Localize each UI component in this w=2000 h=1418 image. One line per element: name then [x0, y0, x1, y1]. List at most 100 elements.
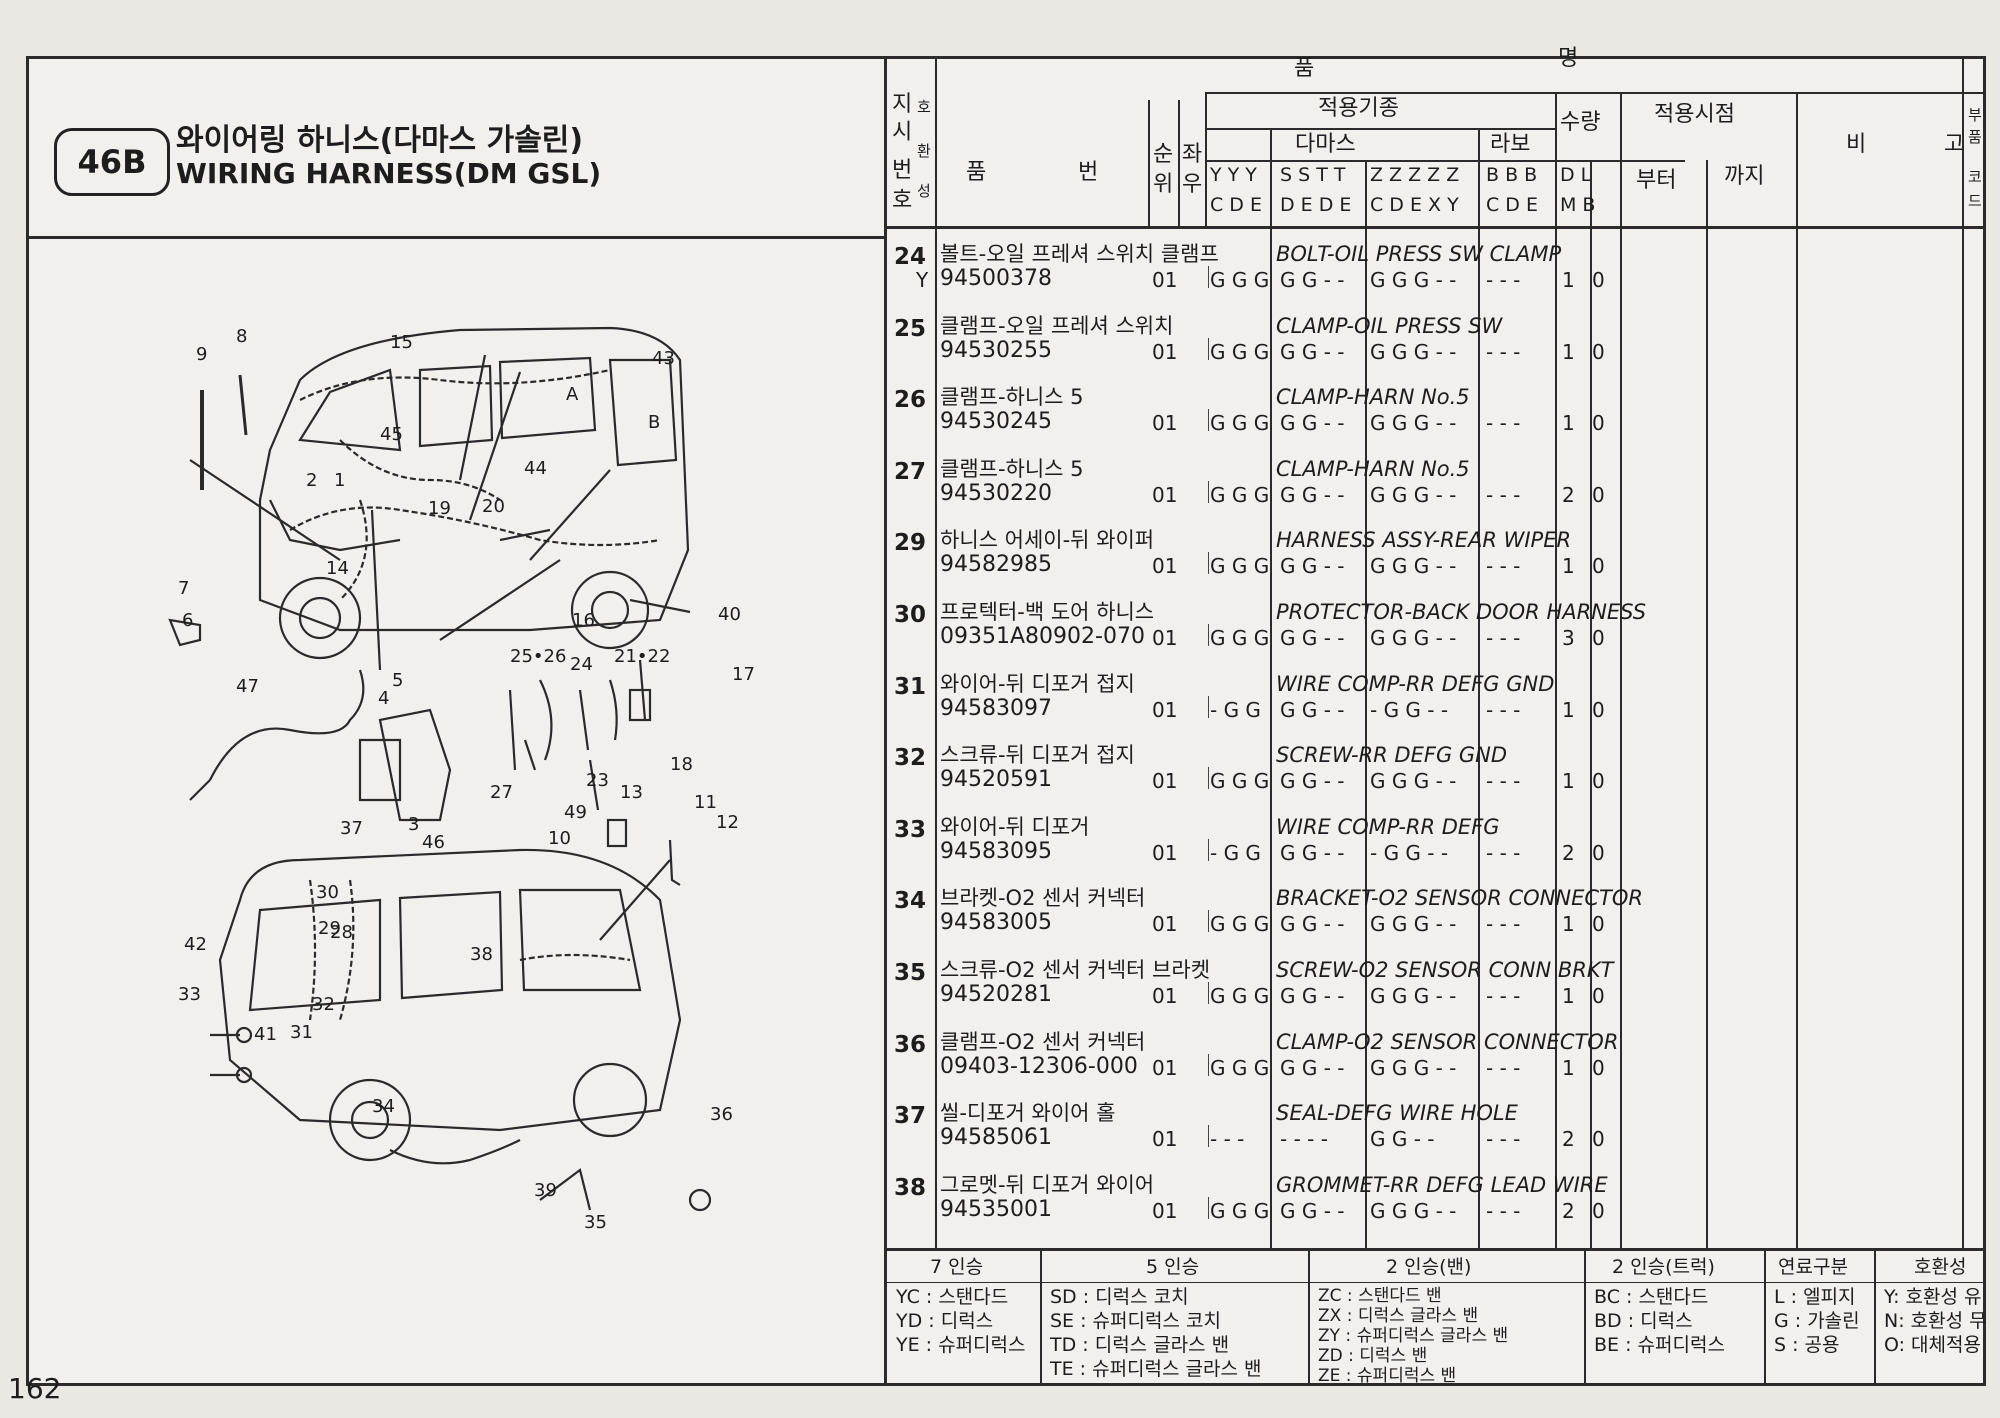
- applic-sd-te: G G - -: [1280, 912, 1345, 936]
- qty-lb: 0: [1592, 698, 1605, 722]
- callout-label: 14: [326, 558, 349, 579]
- callout-label: 33: [178, 984, 201, 1005]
- part-name-kr: 하니스 어세이-뒤 와이퍼: [940, 528, 1155, 552]
- header-jeogyong-gijun: 적용기종: [1318, 96, 1399, 121]
- applic-bc-be: - - -: [1486, 411, 1521, 435]
- legend-title-seven-seat: 7 인승: [930, 1256, 984, 1278]
- applic-yc-ye: G G G: [1210, 340, 1270, 364]
- part-name-kr: 스크류-뒤 디포거 접지: [940, 743, 1135, 767]
- callout-label: 42: [184, 934, 207, 955]
- qty-dm: 1: [1562, 340, 1575, 364]
- callout-label: 43: [652, 348, 675, 369]
- header-suryang: 수량: [1560, 110, 1601, 135]
- part-number: 09403-12306-000: [940, 1054, 1138, 1079]
- part-name-kr: 클램프-하니스 5: [940, 457, 1084, 481]
- header-damas: 다마스: [1295, 132, 1356, 157]
- part-name-kr: 클램프-하니스 5: [940, 385, 1084, 409]
- qty-lb: 0: [1592, 268, 1605, 292]
- callout-label: 8: [236, 326, 248, 347]
- header-jisi-1: 시: [892, 120, 913, 145]
- page-number: 162: [8, 1372, 62, 1405]
- qty-dm: 1: [1562, 698, 1575, 722]
- applic-bc-be: - - -: [1486, 769, 1521, 793]
- row-index: 27: [894, 459, 927, 485]
- callout-label: 19: [428, 498, 451, 519]
- legend-item: BC : 스탠다드: [1594, 1286, 1709, 1308]
- callout-label: 16: [572, 610, 595, 631]
- col-line: [1706, 160, 1708, 1248]
- header-z-bot: C D E X Y: [1370, 194, 1459, 216]
- callout-label: 25•26: [510, 646, 567, 667]
- part-name-kr: 와이어-뒤 디포거: [940, 815, 1090, 839]
- part-name-kr: 볼트-오일 프레셔 스위치 클램프: [940, 242, 1219, 266]
- row-index: 34: [894, 888, 927, 914]
- header-sunwi-0: 순: [1153, 142, 1174, 167]
- row-seq: 01: [1152, 698, 1178, 722]
- row-seq: 01: [1152, 912, 1178, 936]
- qty-dm: 3: [1562, 626, 1575, 650]
- part-number: 94500378: [940, 266, 1052, 291]
- header-buteo: 부터: [1636, 168, 1677, 193]
- applic-zc-zy: G G G - -: [1370, 769, 1457, 793]
- part-name-kr: 씰-디포거 와이어 홀: [940, 1101, 1116, 1125]
- part-name-en: CLAMP-HARN No.5: [1276, 385, 1470, 409]
- legend-item: ZD : 디럭스 밴: [1318, 1346, 1428, 1366]
- col-line: [935, 56, 937, 1248]
- applic-yc-ye: G G G: [1210, 268, 1270, 292]
- callout-label: 2: [306, 470, 318, 491]
- qty-dm: 2: [1562, 1127, 1575, 1151]
- callout-label: 7: [178, 578, 190, 599]
- callout-label: 17: [732, 664, 755, 685]
- part-name-en: SCREW-RR DEFG GND: [1276, 743, 1508, 767]
- applic-sd-te: G G - -: [1280, 1056, 1345, 1080]
- callout-label: 46: [422, 832, 445, 853]
- legend-item: S : 공용: [1774, 1334, 1840, 1356]
- callout-label: 45: [380, 424, 403, 445]
- qty-lb: 0: [1592, 411, 1605, 435]
- part-name-en: SCREW-O2 SENSOR CONN BRKT: [1276, 958, 1614, 982]
- applic-sd-te: G G - -: [1280, 769, 1345, 793]
- header-pummyeong-right: 명: [1558, 46, 1579, 71]
- callout-label: 21•22: [614, 646, 671, 667]
- qty-dm: 1: [1562, 769, 1575, 793]
- qty-lb: 0: [1592, 554, 1605, 578]
- part-name-en: GROMMET-RR DEFG LEAD WIRE: [1276, 1173, 1608, 1197]
- legend-title-two-seat-truck: 2 인승(트럭): [1612, 1256, 1715, 1278]
- qty-dm: 2: [1562, 841, 1575, 865]
- row-seq: 01: [1152, 1199, 1178, 1223]
- legend-title-two-seat-van: 2 인승(밴): [1386, 1256, 1472, 1278]
- legend-item: Y: 호환성 유: [1884, 1286, 1982, 1308]
- part-number: 94583095: [940, 839, 1052, 864]
- qty-dm: 1: [1562, 411, 1575, 435]
- header-pum: 품: [966, 160, 987, 185]
- applic-yc-ye: - - -: [1210, 1127, 1245, 1151]
- row-seq: 01: [1152, 268, 1178, 292]
- callout-label: B: [648, 412, 661, 433]
- row-dash: [1208, 910, 1209, 932]
- callout-label: 13: [620, 782, 643, 803]
- row-index: 25: [894, 316, 927, 342]
- qty-dm: 1: [1562, 984, 1575, 1008]
- row-dash: [1208, 481, 1209, 503]
- part-name-kr: 스크류-O2 센서 커넥터 브라켓: [940, 958, 1211, 982]
- header-s-bot: D E D E: [1280, 194, 1352, 216]
- callout-label: 34: [372, 1096, 395, 1117]
- part-name-en: WIRE COMP-RR DEFG GND: [1276, 672, 1555, 696]
- applic-yc-ye: - G G: [1210, 841, 1261, 865]
- applic-zc-zy: - G G - -: [1370, 698, 1449, 722]
- van-body-lower: [218, 848, 682, 1132]
- callout-label: 6: [182, 610, 194, 631]
- section-title-en: WIRING HARNESS(DM GSL): [176, 157, 602, 190]
- header-hohwan-1: 환: [917, 142, 931, 160]
- applic-bc-be: - - -: [1486, 1056, 1521, 1080]
- qty-dm: 1: [1562, 554, 1575, 578]
- callout-label: 3: [408, 814, 420, 835]
- header-pummyeong-left: 품: [1294, 56, 1315, 81]
- row-dash: [1208, 839, 1209, 861]
- applic-zc-zy: G G G - -: [1370, 984, 1457, 1008]
- part-number: 94583097: [940, 696, 1052, 721]
- qty-lb: 0: [1592, 1056, 1605, 1080]
- header-hohwan-0: 호: [917, 98, 931, 116]
- part-name-kr: 와이어-뒤 디포거 접지: [940, 672, 1135, 696]
